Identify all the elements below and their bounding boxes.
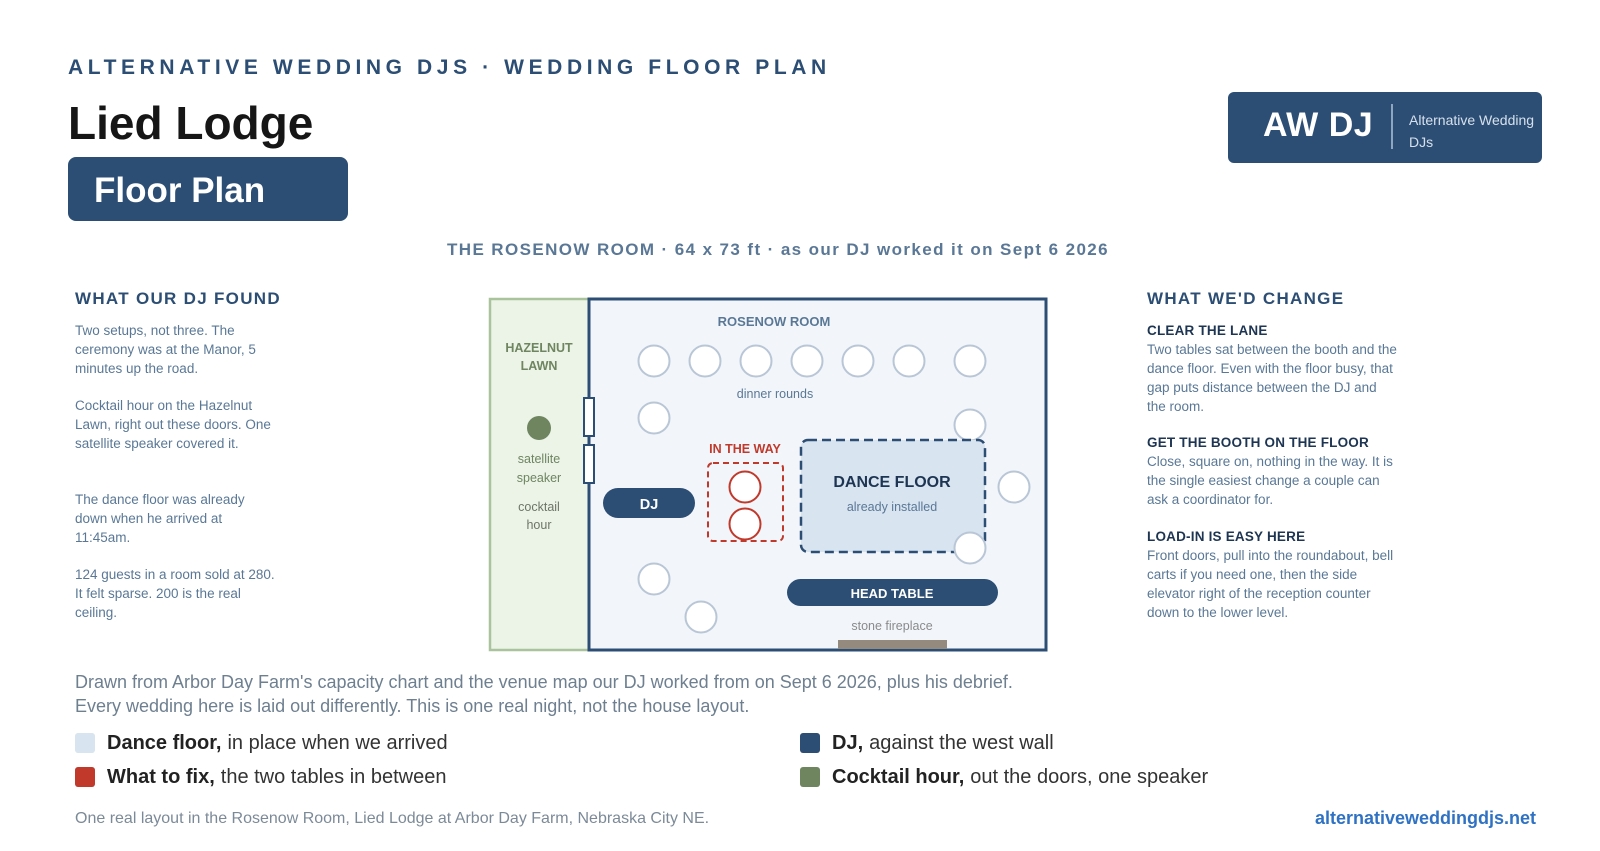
- speaker-label: satellite: [518, 452, 560, 466]
- dinner-round-table: [684, 600, 718, 634]
- legend-desc: the two tables in between: [220, 765, 447, 788]
- source-note: Every wedding here is laid out different…: [75, 696, 750, 716]
- found-paragraph: 124 guests in a room sold at 280. It fel…: [75, 567, 275, 620]
- cocktail-label: cocktail: [518, 500, 560, 514]
- fireplace-label: stone fireplace: [851, 619, 932, 633]
- change-item: GET THE BOOTH ON THE FLOOR Close, square…: [1147, 433, 1399, 509]
- legend-item-dj: DJ, against the west wall: [800, 730, 1054, 756]
- eyebrow-title: ALTERNATIVE WEDDING DJS · WEDDING FLOOR …: [68, 56, 831, 79]
- lawn-label: LAWN: [521, 359, 558, 373]
- dinner-round-table: [790, 344, 824, 378]
- found-paragraph: Two setups, not three. The ceremony was …: [75, 323, 256, 376]
- legend-swatch: [75, 767, 95, 787]
- brand-logo: AW DJ Alternative Wedding DJs: [1228, 92, 1542, 163]
- found-paragraph: The dance floor was already down when he…: [75, 492, 245, 545]
- dinner-round-table: [841, 344, 875, 378]
- dinner-round-table: [997, 470, 1031, 504]
- legend-term: What to fix,: [107, 765, 215, 788]
- logo-mark: AW DJ: [1263, 106, 1374, 144]
- legend-swatch: [800, 767, 820, 787]
- dinner-rounds: [637, 344, 1031, 634]
- dinner-round-table: [892, 344, 926, 378]
- room-label: ROSENOW ROOM: [718, 314, 831, 329]
- change-item-body: Two tables sat between the booth and the…: [1147, 342, 1397, 414]
- change-item-body: Front doors, pull into the roundabout, b…: [1147, 548, 1394, 620]
- change-item-body: Close, square on, nothing in the way. It…: [1147, 454, 1393, 507]
- found-heading: WHAT OUR DJ FOUND: [75, 289, 281, 308]
- legend-item-fix: What to fix, the two tables in between: [75, 764, 446, 790]
- legend-term: DJ,: [832, 731, 864, 754]
- dinner-round-table: [953, 344, 987, 378]
- satellite-speaker-icon: [527, 416, 551, 440]
- footer-caption: One real layout in the Rosenow Room, Lie…: [75, 810, 710, 827]
- room-caption: THE ROSENOW ROOM · 64 x 73 ft · as our D…: [446, 240, 1110, 259]
- venue-title: Lied Lodge: [68, 97, 314, 149]
- floor-plan-badge: Floor Plan: [68, 157, 348, 221]
- cocktail-label: hour: [526, 518, 551, 532]
- legend-swatch: [800, 733, 820, 753]
- dinner-round-table: [739, 344, 773, 378]
- stone-fireplace: [838, 640, 947, 649]
- legend-swatch: [75, 733, 95, 753]
- door-icon: [583, 444, 595, 484]
- source-note: Drawn from Arbor Day Farm's capacity cha…: [75, 672, 1013, 692]
- door-icon: [583, 397, 595, 437]
- change-item-title: LOAD-IN IS EASY HERE: [1147, 529, 1306, 544]
- dance-floor-label: DANCE FLOOR: [833, 474, 951, 491]
- lawn-label: HAZELNUT: [505, 341, 573, 355]
- change-heading: WHAT WE'D CHANGE: [1147, 289, 1345, 308]
- legend-desc: in place when we arrived: [227, 731, 448, 754]
- speaker-label: speaker: [517, 471, 561, 485]
- dj-booth: [603, 488, 695, 518]
- legend-item-cocktail: Cocktail hour, out the doors, one speake…: [800, 764, 1208, 790]
- legend-term: Cocktail hour,: [832, 765, 965, 788]
- dinner-round-table: [637, 344, 671, 378]
- dinner-round-table: [953, 531, 987, 565]
- change-item: LOAD-IN IS EASY HERE Front doors, pull i…: [1147, 527, 1399, 622]
- website-link[interactable]: alternativeweddingdjs.net: [1314, 808, 1536, 828]
- dj-label: DJ: [640, 497, 659, 513]
- dance-floor-sublabel: already installed: [847, 500, 937, 514]
- logo-divider: [1391, 104, 1393, 149]
- change-item-title: GET THE BOOTH ON THE FLOOR: [1147, 435, 1369, 450]
- legend-desc: against the west wall: [869, 731, 1054, 754]
- blocking-table: [728, 507, 762, 541]
- dinner-round-table: [688, 344, 722, 378]
- dinner-round-table: [637, 562, 671, 596]
- logo-text: Alternative Wedding DJs: [1409, 112, 1535, 150]
- change-item-title: CLEAR THE LANE: [1147, 323, 1268, 338]
- head-table: [787, 579, 998, 606]
- in-the-way-zone: [707, 462, 784, 542]
- found-paragraph: Cocktail hour on the Hazelnut Lawn, righ…: [75, 398, 271, 451]
- change-item: CLEAR THE LANE Two tables sat between th…: [1147, 321, 1399, 416]
- legend-term: Dance floor,: [107, 731, 222, 754]
- dance-floor: [799, 438, 987, 554]
- in-the-way-label: IN THE WAY: [709, 442, 781, 456]
- head-table-label: HEAD TABLE: [851, 586, 934, 601]
- dinner-round-table: [637, 401, 671, 435]
- blocking-table: [728, 470, 762, 504]
- hazelnut-lawn-area: [488, 297, 591, 652]
- legend-item-dance-floor: Dance floor, in place when we arrived: [75, 730, 448, 756]
- dinner-round-table: [953, 408, 987, 442]
- dinner-rounds-label: dinner rounds: [737, 387, 813, 401]
- legend-desc: out the doors, one speaker: [970, 765, 1209, 788]
